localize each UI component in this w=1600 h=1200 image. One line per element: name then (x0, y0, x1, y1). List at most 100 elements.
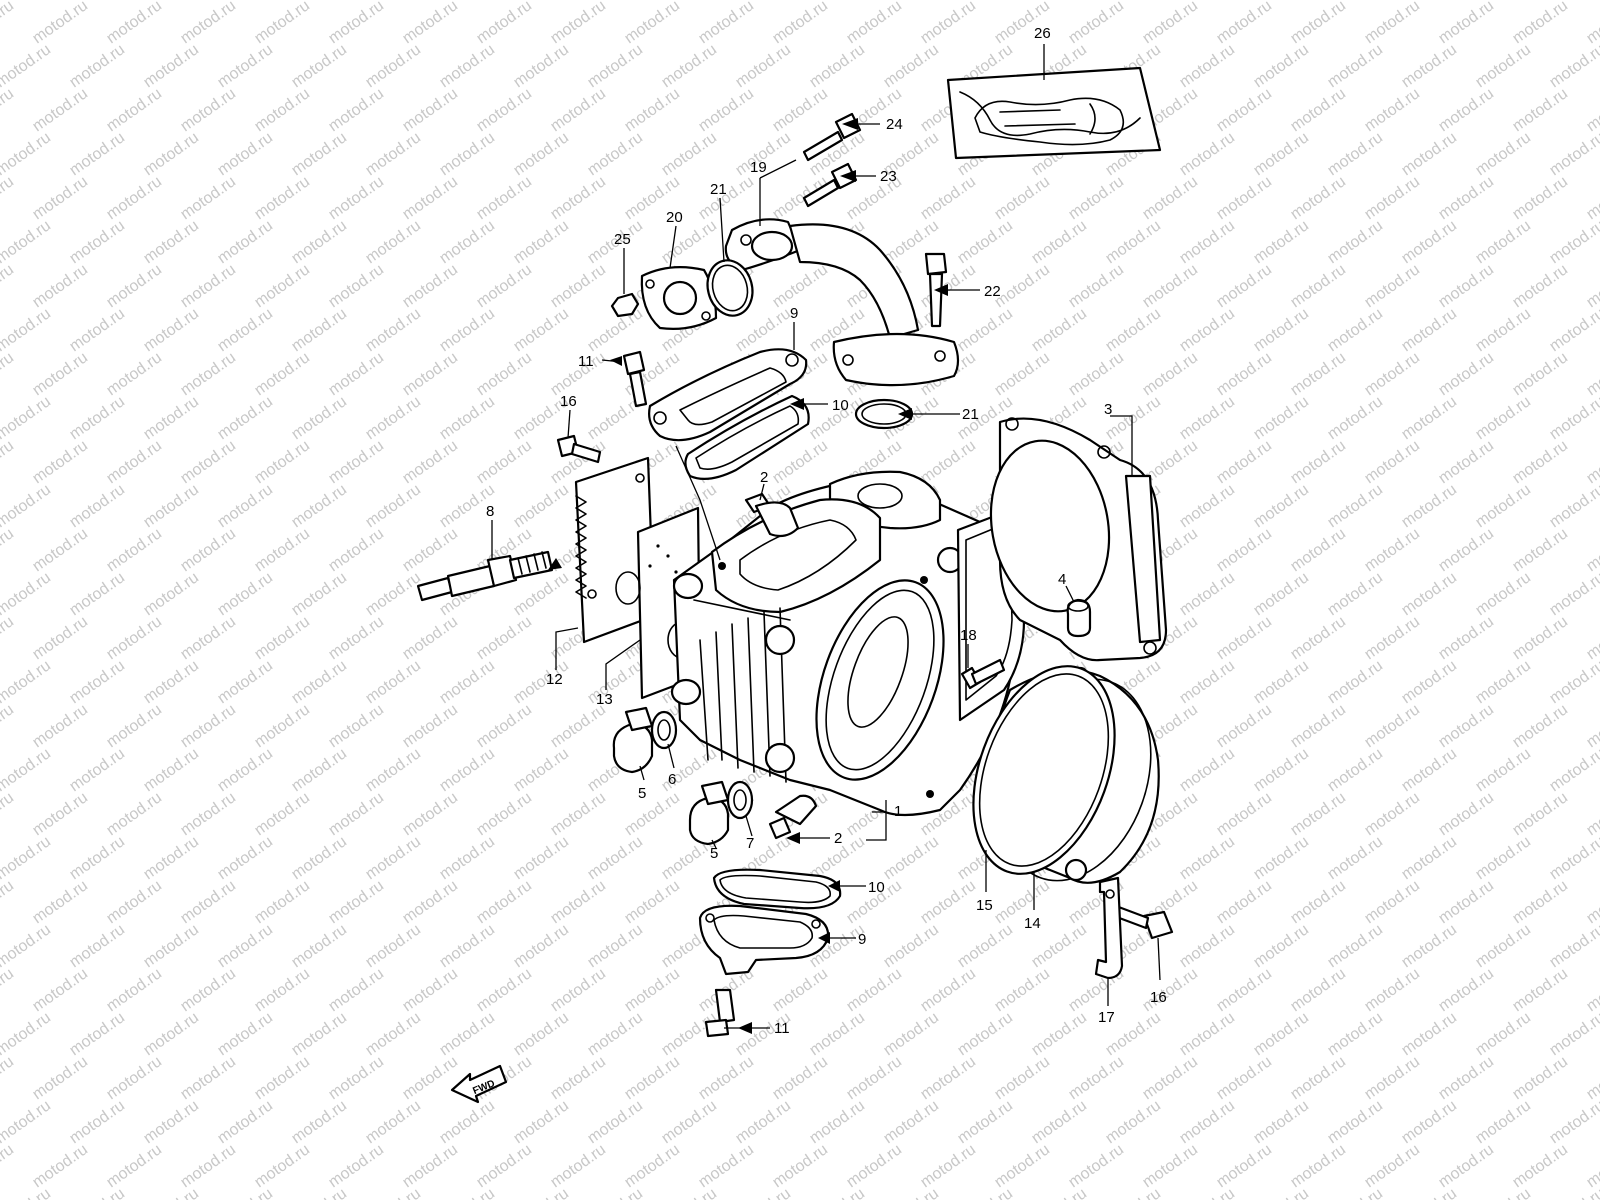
watermark-text: motod.ru (622, 789, 683, 839)
watermark-text: motod.ru (1288, 437, 1349, 487)
watermark-text: motod.ru (104, 173, 165, 223)
watermark-text: motod.ru (1547, 305, 1600, 355)
watermark-text: motod.ru (0, 525, 17, 575)
watermark-text: motod.ru (1288, 0, 1349, 47)
callout-13: 13 (596, 691, 613, 708)
stud-2-lower (768, 794, 818, 840)
watermark-text: motod.ru (1214, 261, 1275, 311)
watermark-text: motod.ru (104, 0, 165, 47)
watermark-text: motod.ru (1399, 41, 1460, 91)
watermark-text: motod.ru (1288, 965, 1349, 1015)
watermark-text: motod.ru (1473, 1009, 1534, 1059)
callout-9-upper: 9 (790, 305, 798, 322)
watermark-text: motod.ru (1214, 173, 1275, 223)
callout-16-upper: 16 (560, 393, 577, 410)
watermark-text: motod.ru (1510, 877, 1571, 927)
watermark-text: motod.ru (215, 129, 276, 179)
watermark-text: motod.ru (178, 261, 239, 311)
watermark-text: motod.ru (992, 965, 1053, 1015)
watermark-text: motod.ru (548, 0, 609, 47)
watermark-text: motod.ru (659, 1097, 720, 1147)
watermark-text: motod.ru (363, 41, 424, 91)
watermark-text: motod.ru (1214, 85, 1275, 135)
watermark-text: motod.ru (1103, 1097, 1164, 1147)
watermark-text: motod.ru (1140, 261, 1201, 311)
watermark-text: motod.ru (585, 833, 646, 883)
watermark-text: motod.ru (363, 745, 424, 795)
watermark-text: motod.ru (363, 1185, 424, 1200)
callout-15: 15 (976, 897, 993, 914)
watermark-text: motod.ru (215, 481, 276, 531)
watermark-text: motod.ru (1399, 569, 1460, 619)
watermark-text: motod.ru (1436, 613, 1497, 663)
watermark-text: motod.ru (1473, 657, 1534, 707)
watermark-text: motod.ru (1103, 305, 1164, 355)
watermark-text: motod.ru (215, 1009, 276, 1059)
watermark-text: motod.ru (178, 701, 239, 751)
callout-14: 14 (1024, 915, 1041, 932)
watermark-text: motod.ru (178, 1053, 239, 1103)
callout-2-lower: 2 (834, 830, 842, 847)
watermark-text: motod.ru (474, 701, 535, 751)
watermark-text: motod.ru (67, 217, 128, 267)
watermark-text: motod.ru (178, 525, 239, 575)
watermark-text: motod.ru (104, 877, 165, 927)
watermark-text: motod.ru (474, 173, 535, 223)
watermark-text: motod.ru (252, 613, 313, 663)
watermark-text: motod.ru (1547, 481, 1600, 531)
watermark-text: motod.ru (215, 41, 276, 91)
watermark-text: motod.ru (67, 657, 128, 707)
leader-arrowheads (548, 118, 948, 1034)
watermark-text: motod.ru (1325, 569, 1386, 619)
watermark-text: motod.ru (215, 1097, 276, 1147)
watermark-text: motod.ru (1399, 921, 1460, 971)
watermark-text: motod.ru (1251, 393, 1312, 443)
watermark-text: motod.ru (104, 613, 165, 663)
watermark-text: motod.ru (622, 877, 683, 927)
gasket-set-pack (946, 66, 1162, 160)
watermark-text: motod.ru (1325, 921, 1386, 971)
watermark-text: motod.ru (289, 1009, 350, 1059)
watermark-text: motod.ru (511, 833, 572, 883)
watermark-text: motod.ru (67, 833, 128, 883)
watermark-text: motod.ru (141, 41, 202, 91)
watermark-text: motod.ru (1214, 789, 1275, 839)
watermark-text: motod.ru (881, 921, 942, 971)
watermark-text: motod.ru (400, 1053, 461, 1103)
watermark-text: motod.ru (67, 1009, 128, 1059)
watermark-text: motod.ru (0, 569, 54, 619)
watermark-text: motod.ru (1140, 1141, 1201, 1191)
callout-23: 23 (880, 168, 897, 185)
watermark-text: motod.ru (178, 613, 239, 663)
watermark-text: motod.ru (1177, 129, 1238, 179)
watermark-text: motod.ru (1029, 1185, 1090, 1200)
watermark-text: motod.ru (400, 349, 461, 399)
watermark-text: motod.ru (1325, 129, 1386, 179)
watermark-text: motod.ru (1510, 965, 1571, 1015)
watermark-text: motod.ru (437, 305, 498, 355)
watermark-text: motod.ru (1473, 305, 1534, 355)
watermark-text: motod.ru (178, 1141, 239, 1191)
watermark-text: motod.ru (1362, 1141, 1423, 1191)
watermark-text: motod.ru (1066, 173, 1127, 223)
watermark-text: motod.ru (1066, 1053, 1127, 1103)
watermark-text: motod.ru (363, 569, 424, 619)
watermark-text: motod.ru (1251, 1185, 1312, 1200)
watermark-text: motod.ru (252, 1141, 313, 1191)
watermark-text: motod.ru (807, 1097, 868, 1147)
watermark-text: motod.ru (1473, 921, 1534, 971)
watermark-text: motod.ru (1584, 173, 1600, 223)
watermark-text: motod.ru (0, 481, 54, 531)
watermark-text: motod.ru (0, 173, 17, 223)
watermark-text: motod.ru (1325, 393, 1386, 443)
callout-11-lower: 11 (774, 1020, 790, 1037)
watermark-text: motod.ru (141, 833, 202, 883)
watermark-text: motod.ru (1584, 525, 1600, 575)
watermark-text: motod.ru (67, 41, 128, 91)
watermark-text: motod.ru (289, 1097, 350, 1147)
watermark-text: motod.ru (1177, 833, 1238, 883)
watermark-text: motod.ru (1362, 1053, 1423, 1103)
watermark-text: motod.ru (881, 41, 942, 91)
watermark-text: motod.ru (1288, 789, 1349, 839)
watermark-text: motod.ru (955, 921, 1016, 971)
